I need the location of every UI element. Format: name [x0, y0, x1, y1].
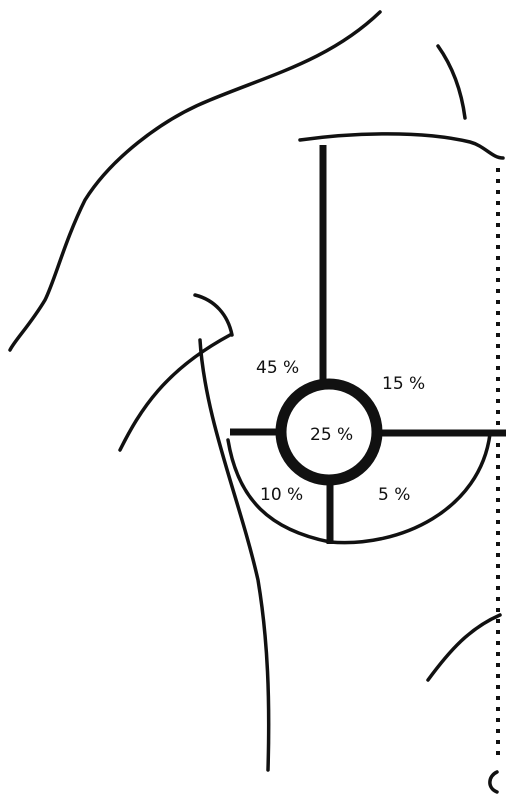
lower-inner-quadrant-label: 5 %: [378, 485, 410, 505]
lower-outer-quadrant-label: 10 %: [260, 485, 303, 505]
torso-side-contour: [200, 340, 269, 770]
arm-contour: [120, 335, 230, 450]
neck-contour: [438, 46, 465, 118]
abdomen-contour: [428, 615, 500, 680]
clavicle-contour: [300, 134, 503, 158]
axilla-contour: [195, 295, 232, 335]
upper-outer-quadrant-label: 45 %: [256, 358, 299, 378]
central-quadrant-label: 25 %: [310, 425, 353, 445]
upper-inner-quadrant-label: 15 %: [382, 374, 425, 394]
navel-mark: [490, 772, 497, 792]
